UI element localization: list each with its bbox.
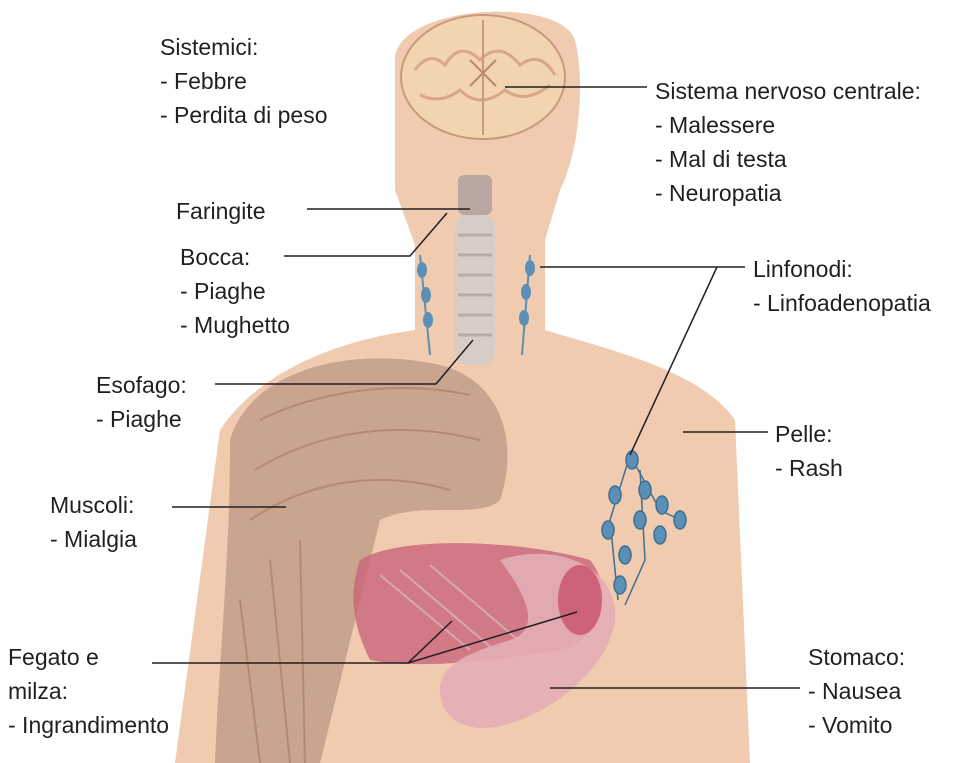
label-fegato-title: milza:	[8, 674, 169, 708]
label-muscoli-title: Muscoli:	[50, 488, 137, 522]
label-esofago-title: Esofago:	[96, 368, 187, 402]
label-pelle-title: Pelle:	[775, 417, 843, 451]
label-linfonodi-item: - Linfoadenopatia	[753, 286, 931, 320]
label-snc-item: - Malessere	[655, 108, 921, 142]
label-bocca: Bocca: - Piaghe - Mughetto	[180, 240, 290, 342]
label-fegato-item: - Ingrandimento	[8, 708, 169, 742]
label-esofago: Esofago: - Piaghe	[96, 368, 187, 436]
label-linfonodi: Linfonodi: - Linfoadenopatia	[753, 252, 931, 320]
label-sistemici-title: Sistemici:	[160, 30, 327, 64]
spleen	[558, 565, 602, 635]
label-stomaco: Stomaco: - Nausea - Vomito	[808, 640, 905, 742]
label-faringite-title: Faringite	[176, 194, 265, 228]
label-bocca-item: - Mughetto	[180, 308, 290, 342]
label-pelle: Pelle: - Rash	[775, 417, 843, 485]
label-sistemici-item: - Febbre	[160, 64, 327, 98]
label-stomaco-title: Stomaco:	[808, 640, 905, 674]
trachea	[455, 175, 495, 365]
label-pelle-item: - Rash	[775, 451, 843, 485]
label-sistemici: Sistemici: - Febbre - Perdita di peso	[160, 30, 327, 132]
label-esofago-item: - Piaghe	[96, 402, 187, 436]
label-snc-title: Sistema nervoso centrale:	[655, 74, 921, 108]
label-stomaco-item: - Nausea	[808, 674, 905, 708]
brain	[401, 15, 565, 139]
label-fegato-title: Fegato e	[8, 640, 169, 674]
label-stomaco-item: - Vomito	[808, 708, 905, 742]
label-sistemici-item: - Perdita di peso	[160, 98, 327, 132]
label-muscoli-item: - Mialgia	[50, 522, 137, 556]
label-muscoli: Muscoli: - Mialgia	[50, 488, 137, 556]
label-snc-item: - Mal di testa	[655, 142, 921, 176]
label-snc: Sistema nervoso centrale: - Malessere - …	[655, 74, 921, 210]
label-fegato: Fegato e milza: - Ingrandimento	[8, 640, 169, 742]
label-bocca-item: - Piaghe	[180, 274, 290, 308]
label-faringite: Faringite	[176, 194, 265, 228]
label-bocca-title: Bocca:	[180, 240, 290, 274]
label-linfonodi-title: Linfonodi:	[753, 252, 931, 286]
label-snc-item: - Neuropatia	[655, 176, 921, 210]
